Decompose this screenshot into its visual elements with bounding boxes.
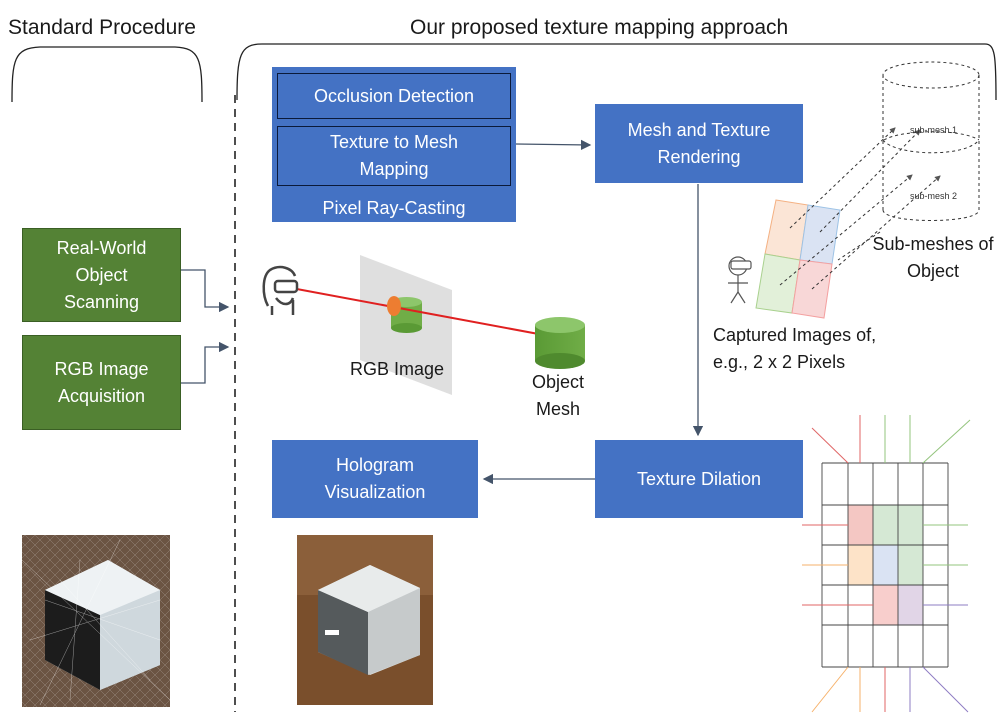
submesh-2-label: sub-mesh 2 (910, 191, 958, 201)
captured-images-label: Captured Images of, e.g., 2 x 2 Pixels (713, 325, 877, 372)
projection-lines (779, 127, 941, 290)
rgb-arrow (180, 341, 230, 384)
proposed-approach-heading: Our proposed texture mapping approach (410, 16, 789, 39)
mesh-render-label: Mesh and Texture Rendering (627, 119, 771, 167)
submesh-cylinder-icon (882, 61, 980, 221)
proposed-brace (236, 43, 997, 101)
captured-image-grid (755, 199, 841, 319)
object-mesh-label: Object Mesh (531, 372, 585, 419)
occlusion-detection-label: Occlusion Detection (313, 85, 475, 106)
texture-dilation-box: Texture Dilation (595, 440, 803, 518)
rgb-acquisition-box: RGB Image Acquisition (22, 335, 181, 430)
rgb-image-label: RGB Image (350, 359, 445, 379)
scan-arrow (180, 269, 230, 313)
texture-to-mesh-box: Texture to Mesh Mapping (277, 126, 511, 186)
object-mesh-cylinder-icon (535, 317, 585, 369)
standard-procedure-heading: Standard Procedure (8, 16, 196, 39)
raycasting-box (272, 67, 516, 222)
submesh-1-label: sub-mesh 1 (910, 125, 958, 135)
scanned-object-photo (21, 535, 171, 707)
pixel-raycasting-label: Pixel Ray-Casting (322, 198, 466, 218)
camera-ray (285, 286, 561, 339)
rgb-acquisition-label: RGB Image Acquisition (54, 358, 149, 406)
occlusion-detection-box: Occlusion Detection (277, 73, 511, 119)
standard-brace (11, 46, 203, 103)
headset-user-icon (262, 265, 299, 315)
dilation-grid (802, 415, 971, 713)
to-render-arrow (515, 139, 592, 151)
hologram-box: Hologram Visualization (272, 440, 478, 518)
hologram-photo (297, 535, 433, 705)
stick-figure-icon (728, 256, 752, 304)
object-scanning-label: Real-World Object Scanning (56, 237, 147, 312)
mesh-render-box: Mesh and Texture Rendering (595, 104, 803, 183)
texture-to-mesh-label: Texture to Mesh Mapping (329, 132, 459, 179)
submeshes-label: Sub-meshes of Object (872, 234, 994, 281)
ray-hit-point (387, 296, 401, 316)
hologram-label: Hologram Visualization (324, 455, 426, 502)
texture-dilation-label: Texture Dilation (636, 468, 762, 489)
object-scanning-box: Real-World Object Scanning (22, 228, 181, 322)
